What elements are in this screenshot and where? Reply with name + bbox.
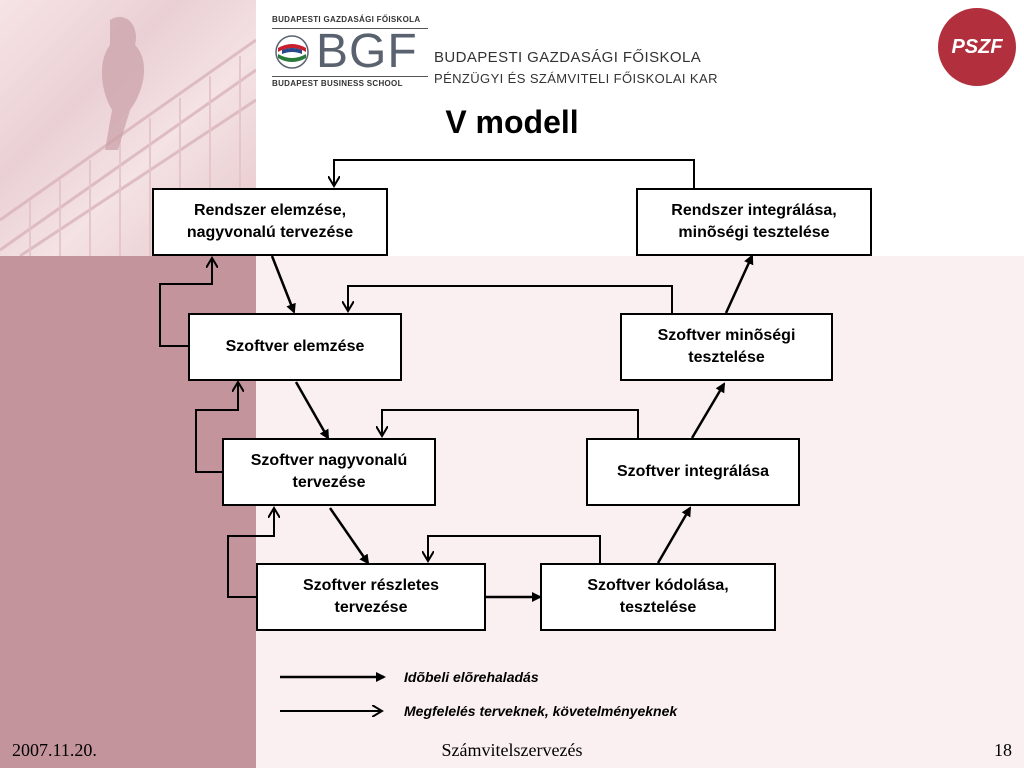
globe-icon [274,34,310,70]
arrow-conformance-4 [428,535,601,563]
box-szoftver-elemzese: Szoftver elemzése [188,313,402,381]
arrow-conformance-3 [382,409,639,438]
pszf-logo: PSZF [938,8,1016,86]
box-szoftver-kodolasa: Szoftver kódolása, tesztelése [540,563,776,631]
arrow-feedback-3 [227,508,274,598]
pszf-logo-text: PSZF [951,35,1003,58]
bgf-logo-header: BUDAPESTI GAZDASÁGI FŐISKOLA BGF BUDAPES… [272,14,732,90]
slide-title: V modell [445,104,579,140]
bgf-logo-top-text: BUDAPESTI GAZDASÁGI FŐISKOLA [272,14,428,29]
arrow-progress-5 [656,506,692,564]
footer-course: Számvitelszervezés [441,740,583,760]
arrow-conformance-2 [348,285,673,313]
footer-page-number: 18 [994,740,1012,760]
faculty-name: PÉNZÜGYI ÉS SZÁMVITELI FŐISKOLAI KAR [434,71,718,86]
box-rendszer-elemzese: Rendszer elemzése, nagyvonalú tervezése [152,188,388,256]
arrow-progress-3 [328,507,370,565]
box-szoftver-integralasa: Szoftver integrálása [586,438,800,506]
arrow-progress-7 [724,254,754,314]
box-szoftver-reszletes-tervezese: Szoftver részletes tervezése [256,563,486,631]
arrow-progress-2 [294,381,330,440]
school-name: BUDAPESTI GAZDASÁGI FŐISKOLA [434,49,702,66]
arrow-feedback-1 [159,258,212,347]
arrow-conformance-top [334,159,695,188]
arrow-progress-6 [690,382,726,439]
arrow-feedback-2 [195,382,238,473]
footer-date: 2007.11.20. [12,740,97,760]
box-szoftver-minosegi-tesztelese: Szoftver minõségi tesztelése [620,313,833,381]
bgf-logo-bottom-text: BUDAPEST BUSINESS SCHOOL [272,76,428,91]
bgf-letters: BGF [316,25,418,78]
legend-conformance-label: Megfelelés terveknek, követelményeknek [404,703,678,719]
box-szoftver-nagyvonalu-tervezese: Szoftver nagyvonalú tervezése [222,438,436,506]
arrow-progress-1 [270,255,296,314]
legend-time-progress-label: Idõbeli elõrehaladás [404,669,539,685]
bgf-logo: BUDAPESTI GAZDASÁGI FŐISKOLA BGF BUDAPES… [272,14,428,90]
box-rendszer-integralasa: Rendszer integrálása, minõségi tesztelés… [636,188,872,256]
